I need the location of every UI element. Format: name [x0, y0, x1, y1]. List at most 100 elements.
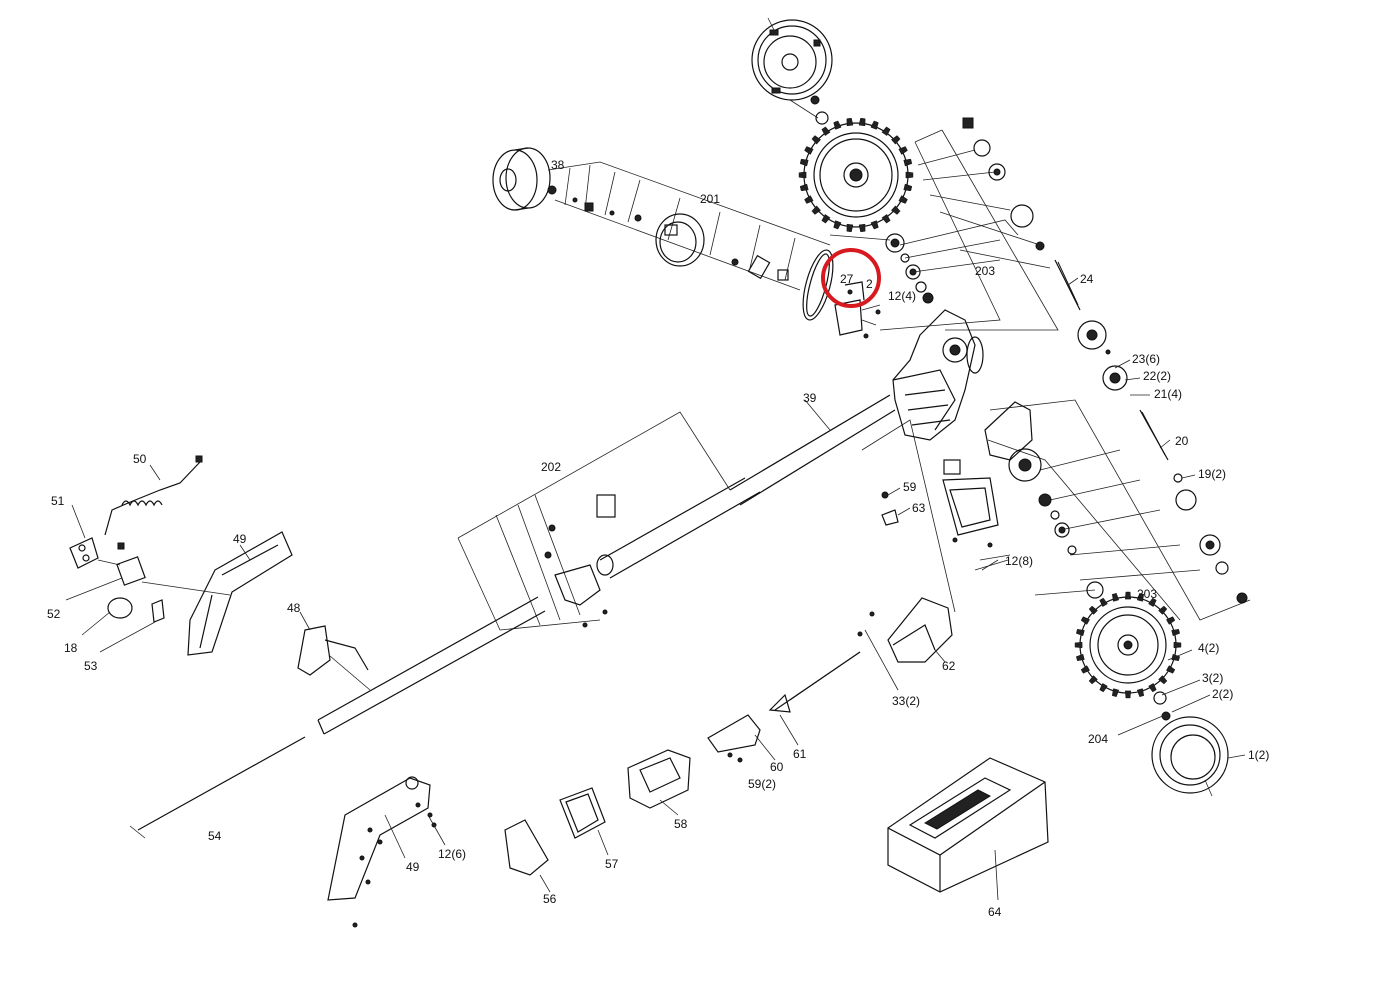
throttle-cable-50 [104, 455, 203, 550]
gear-tooth [881, 126, 891, 136]
callout-56: 56 [543, 892, 557, 906]
callout-20: 20 [1175, 434, 1189, 448]
gear-tooth [804, 195, 814, 204]
gear-tooth [833, 120, 842, 130]
gear-tooth [799, 183, 809, 192]
gear-tooth [905, 171, 914, 179]
callout-50: 50 [133, 452, 147, 466]
callout-12-8: 12(8) [1005, 554, 1033, 568]
callout-203-upper: 203 [975, 264, 995, 278]
gear-tooth [890, 135, 901, 145]
gear-tooth [870, 120, 879, 130]
upper-handle-49 [187, 531, 293, 656]
callout-57: 57 [605, 857, 619, 871]
gear-tooth [858, 117, 866, 127]
hub-cap [1151, 691, 1229, 797]
gear-tooth [804, 146, 814, 155]
lower-right-frame [987, 399, 1251, 621]
callout-3: 3(2) [1202, 671, 1223, 685]
callout-202: 202 [541, 460, 561, 474]
callout-60: 60 [770, 760, 784, 774]
wheel-cover-top [751, 17, 833, 125]
shaft-assembly-201 [547, 161, 831, 291]
gear-tooth [1124, 591, 1132, 600]
callout-19: 19(2) [1198, 467, 1226, 481]
gear-tooth [898, 195, 908, 204]
callout-49-upper: 49 [233, 532, 247, 546]
charger-64 [887, 757, 1049, 901]
lower-tube-54 [129, 596, 546, 839]
callout-203-lower: 203 [1137, 587, 1157, 601]
right-frame-leaders [879, 129, 1059, 331]
switch-housing-62 [857, 597, 953, 691]
callout-48: 48 [287, 601, 301, 615]
gear-tooth [846, 117, 854, 127]
callout-39: 39 [803, 391, 817, 405]
callout-24: 24 [1080, 272, 1094, 286]
callout-52: 52 [47, 607, 61, 621]
callout-63: 63 [912, 501, 926, 515]
callout-labels: 1(2) 2 2(2) 3(2) 4(2) 12(4) 12(8) 12(6) … [47, 158, 1269, 919]
gear-tooth [1158, 605, 1168, 615]
right-axle-lower [1034, 534, 1248, 604]
gear-tooth [1166, 665, 1176, 674]
gear-tooth [1074, 641, 1083, 649]
battery-mount-60 [707, 714, 776, 763]
gearbox-housing [892, 309, 984, 441]
gear-tooth [821, 214, 831, 224]
callout-27: 27 [840, 272, 854, 286]
clamp-202 [457, 411, 731, 631]
misc-leaders [149, 277, 1246, 759]
main-tube-39 [596, 394, 896, 579]
callout-64: 64 [988, 905, 1002, 919]
gear-tooth [858, 223, 866, 233]
gear-tooth [799, 158, 809, 167]
gearbox-lower [942, 401, 1077, 571]
callout-2: 2 [866, 277, 873, 291]
gear-tooth [903, 183, 913, 192]
gear-tooth [890, 205, 901, 215]
callout-51: 51 [51, 494, 65, 508]
gear-tooth [1124, 690, 1132, 699]
callout-59-2: 59(2) [748, 777, 776, 791]
gear-tooth [1088, 605, 1098, 615]
power-cable-61 [768, 651, 861, 746]
gear-tooth [1099, 683, 1108, 693]
gear-tooth [881, 214, 891, 224]
handle-bracket-48 [297, 611, 371, 691]
callout-4: 4(2) [1198, 641, 1219, 655]
callout-21: 21(4) [1154, 387, 1182, 401]
gear-tooth [1075, 653, 1085, 662]
callout-12-6: 12(6) [438, 847, 466, 861]
bracket-27 [834, 281, 881, 339]
gear-tooth [1136, 592, 1145, 602]
right-axle-upper [962, 117, 1197, 511]
gear-tooth [811, 205, 822, 215]
gear-tooth [798, 171, 807, 179]
callout-53: 53 [84, 659, 98, 673]
gear-tooth [1088, 675, 1098, 685]
gear-tooth [821, 126, 831, 136]
gasket-57 [559, 787, 609, 856]
wheel-bottom-gear [1074, 591, 1182, 699]
callout-61: 61 [793, 747, 807, 761]
switch-plate-51 [69, 504, 121, 569]
gear-tooth [898, 146, 908, 155]
callout-1: 1(2) [1248, 748, 1269, 762]
battery-clip-56 [504, 819, 551, 893]
gear-tooth [870, 220, 879, 230]
callout-59: 59 [903, 480, 917, 494]
gear-tooth [1173, 641, 1182, 649]
callout-2-2: 2(2) [1212, 687, 1233, 701]
callout-18: 18 [64, 641, 78, 655]
gear-tooth [833, 220, 842, 230]
callout-38: 38 [551, 158, 565, 172]
gear-tooth [1080, 665, 1090, 674]
gear-tooth [811, 135, 822, 145]
gear-cluster-upper [829, 219, 1019, 304]
gear-tooth [1136, 688, 1145, 698]
gear-tooth [1166, 616, 1176, 625]
roller-38 [492, 147, 551, 211]
